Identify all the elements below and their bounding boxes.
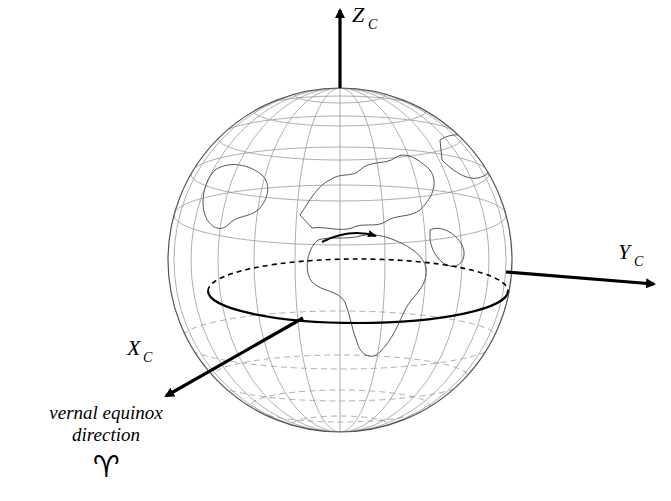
equator-front: [208, 291, 508, 323]
rotation-arrow: [322, 233, 376, 242]
axis-subscript: C: [634, 255, 643, 269]
axis-letter: X: [127, 337, 140, 359]
axis-subscript: C: [368, 18, 377, 32]
graticule: [174, 87, 506, 432]
y-axis: [506, 272, 654, 284]
aries-symbol: ♈: [93, 452, 120, 482]
axis-letter: Y: [618, 241, 630, 263]
direction-note: vernal equinox direction: [38, 402, 174, 446]
equator-back: [208, 259, 508, 291]
axis-letter: Z: [352, 4, 364, 26]
z-axis: [338, 10, 341, 88]
globe-outline: [168, 88, 512, 432]
axis-subscript: C: [143, 351, 152, 365]
x-axis: [166, 318, 303, 396]
